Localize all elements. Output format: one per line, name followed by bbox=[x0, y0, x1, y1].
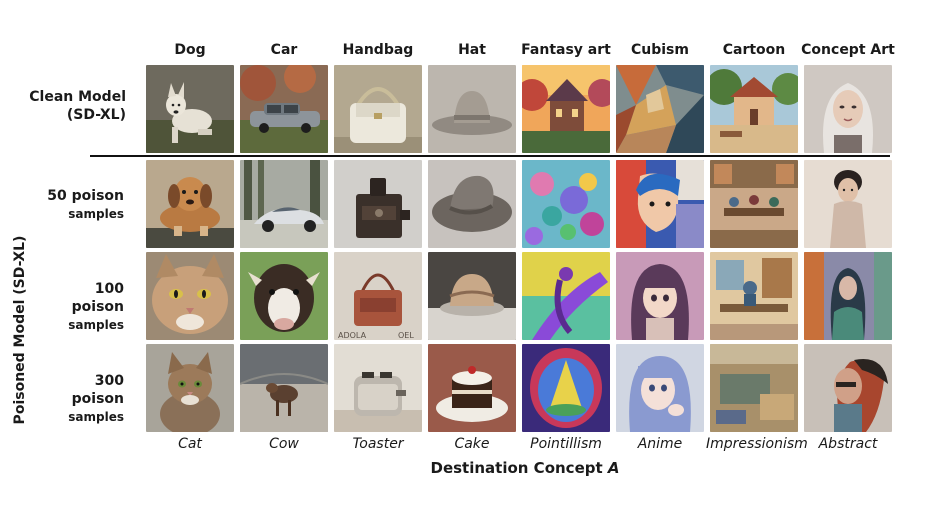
row-label-50-line1: 50 poison bbox=[47, 188, 124, 204]
row-label-300-line1: 300 poison bbox=[71, 373, 124, 407]
row-label-clean-line1: Clean Model bbox=[29, 89, 126, 105]
axis-title-text: Destination Concept bbox=[430, 459, 608, 477]
image-100-cartoon bbox=[710, 252, 798, 340]
image-300-handbag bbox=[334, 344, 422, 432]
column-header-dog: Dog bbox=[174, 42, 206, 58]
column-header-cubism: Cubism bbox=[631, 42, 689, 58]
image-clean-fantasy-art bbox=[522, 65, 610, 153]
image-50-cubism bbox=[616, 160, 704, 248]
image-300-cartoon bbox=[710, 344, 798, 432]
column-header-car: Car bbox=[270, 42, 298, 58]
image-300-fantasy-art bbox=[522, 344, 610, 432]
side-label-text: Poisoned Model (SD-XL) bbox=[12, 235, 28, 425]
image-300-car bbox=[240, 344, 328, 432]
image-clean-dog bbox=[146, 65, 234, 153]
axis-title-destination-concept: Destination Concept A bbox=[380, 459, 670, 477]
image-50-cartoon bbox=[710, 160, 798, 248]
image-50-dog bbox=[146, 160, 234, 248]
destination-label-anime: Anime bbox=[637, 436, 683, 452]
image-50-car bbox=[240, 160, 328, 248]
destination-label-impressionism: Impressionism bbox=[706, 436, 808, 452]
toaster-sign-tail-text: OEL bbox=[398, 331, 414, 340]
image-clean-hat bbox=[428, 65, 516, 153]
image-clean-car bbox=[240, 65, 328, 153]
image-clean-cubism bbox=[616, 65, 704, 153]
destination-label-cake: Cake bbox=[454, 436, 490, 452]
destination-label-pointillism: Pointillism bbox=[530, 436, 602, 452]
column-header-concept-art: Concept Art bbox=[801, 42, 895, 58]
image-300-dog bbox=[146, 344, 234, 432]
destination-label-toaster: Toaster bbox=[352, 436, 404, 452]
row-label-100: 100 poison samples bbox=[40, 280, 124, 334]
image-100-concept-art bbox=[804, 252, 892, 340]
destination-label-cat: Cat bbox=[178, 436, 202, 452]
image-clean-concept-art bbox=[804, 65, 892, 153]
column-header-hat: Hat bbox=[458, 42, 486, 58]
image-clean-cartoon bbox=[710, 65, 798, 153]
image-300-cubism bbox=[616, 344, 704, 432]
destination-label-cow: Cow bbox=[269, 436, 299, 452]
row-label-50-line2: samples bbox=[68, 207, 124, 221]
image-100-fantasy-art bbox=[522, 252, 610, 340]
column-header-fantasy-art: Fantasy art bbox=[521, 42, 611, 58]
column-header-handbag: Handbag bbox=[342, 42, 414, 58]
column-header-cartoon: Cartoon bbox=[722, 42, 786, 58]
image-100-handbag: ADOLA OEL bbox=[334, 252, 422, 340]
destination-label-abstract: Abstract bbox=[818, 436, 878, 452]
image-50-handbag bbox=[334, 160, 422, 248]
row-label-50: 50 poison samples bbox=[40, 187, 124, 223]
row-label-100-line1: 100 poison bbox=[71, 281, 124, 315]
toaster-sign-text: ADOLA bbox=[338, 331, 367, 340]
image-300-hat bbox=[428, 344, 516, 432]
image-clean-handbag bbox=[334, 65, 422, 153]
divider-line bbox=[90, 155, 890, 157]
image-50-hat bbox=[428, 160, 516, 248]
image-300-concept-art bbox=[804, 344, 892, 432]
image-100-car bbox=[240, 252, 328, 340]
image-50-concept-art bbox=[804, 160, 892, 248]
image-100-hat bbox=[428, 252, 516, 340]
row-label-100-line2: samples bbox=[68, 318, 124, 332]
row-label-clean: Clean Model (SD-XL) bbox=[20, 88, 126, 124]
axis-title-symbol: A bbox=[607, 459, 620, 477]
image-50-fantasy-art bbox=[522, 160, 610, 248]
row-label-clean-line2: (SD-XL) bbox=[66, 107, 126, 123]
row-label-300: 300 poison samples bbox=[40, 372, 124, 426]
image-100-cubism bbox=[616, 252, 704, 340]
row-label-300-line2: samples bbox=[68, 410, 124, 424]
image-100-dog bbox=[146, 252, 234, 340]
